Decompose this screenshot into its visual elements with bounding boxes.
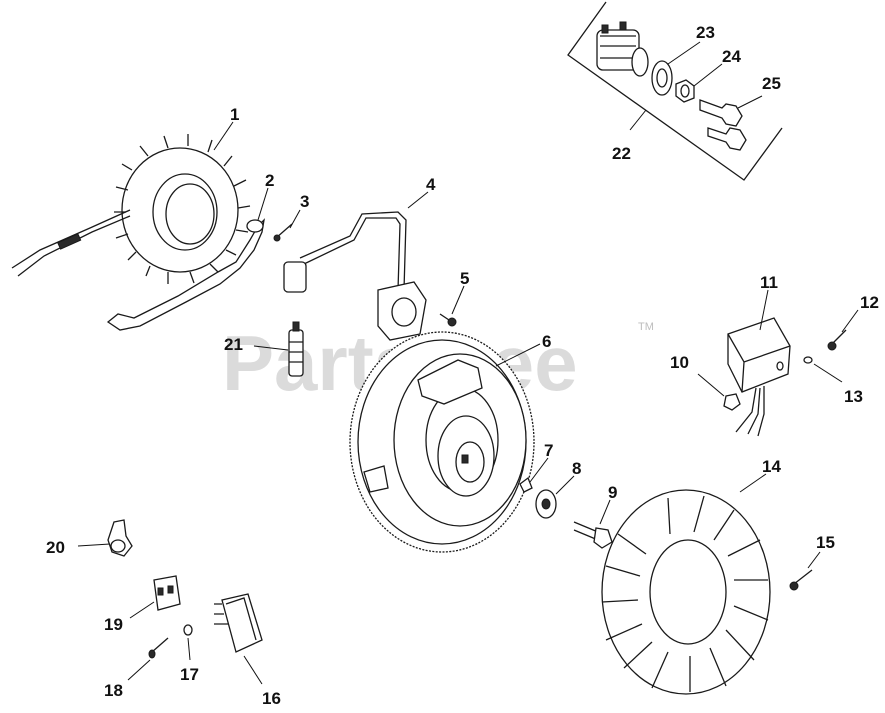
callout-20: 20: [46, 538, 65, 557]
screw-12[interactable]: [827, 329, 847, 351]
stator-bracket[interactable]: [106, 218, 265, 331]
clamp[interactable]: [107, 519, 133, 557]
regulator[interactable]: [727, 317, 791, 437]
flywheel-washer[interactable]: [535, 489, 557, 519]
callout-21: 21: [224, 335, 243, 354]
callout-18: 18: [104, 681, 123, 700]
callout-numbers: 1 2 3 4 5 6 7 8 9 10 11 12 13 14 15 16 1…: [46, 23, 879, 708]
callout-9: 9: [608, 483, 617, 502]
callout-10: 10: [670, 353, 689, 372]
connector[interactable]: [153, 575, 181, 611]
callout-7: 7: [544, 441, 553, 460]
screw-3[interactable]: [273, 223, 293, 242]
flywheel-bolt[interactable]: [573, 521, 613, 549]
callout-23: 23: [696, 23, 715, 42]
stator[interactable]: [11, 134, 251, 284]
spark-plug[interactable]: [288, 321, 304, 377]
callout-1: 1: [230, 105, 239, 124]
callout-22: 22: [612, 144, 631, 163]
callout-3: 3: [300, 192, 309, 211]
callout-24: 24: [722, 47, 741, 66]
ignition-module[interactable]: [283, 211, 427, 341]
leader-lines: [77, 41, 859, 685]
callout-4: 4: [426, 175, 436, 194]
callout-14: 14: [762, 457, 781, 476]
washer-17[interactable]: [183, 624, 193, 636]
screw-15[interactable]: [789, 569, 813, 591]
callout-11: 11: [760, 273, 778, 292]
screw-5[interactable]: [439, 313, 457, 327]
flywheel[interactable]: [349, 331, 535, 553]
callout-15: 15: [816, 533, 835, 552]
washer-13[interactable]: [803, 356, 813, 364]
callout-17: 17: [180, 665, 199, 684]
callout-2: 2: [265, 171, 274, 190]
screw-18[interactable]: [148, 637, 169, 659]
nut-10[interactable]: [723, 393, 741, 411]
callout-12: 12: [860, 293, 879, 312]
callout-8: 8: [572, 459, 581, 478]
watermark-trademark: TM: [638, 321, 654, 333]
ignition-switch-assembly[interactable]: [567, 1, 783, 181]
callout-13: 13: [844, 387, 863, 406]
callout-16: 16: [262, 689, 281, 708]
callout-6: 6: [542, 332, 551, 351]
callout-19: 19: [104, 615, 123, 634]
flywheel-key[interactable]: [519, 476, 533, 493]
rectifier[interactable]: [214, 593, 263, 653]
blower-fan[interactable]: [601, 489, 771, 695]
callout-5: 5: [460, 269, 469, 288]
callout-25: 25: [762, 74, 781, 93]
